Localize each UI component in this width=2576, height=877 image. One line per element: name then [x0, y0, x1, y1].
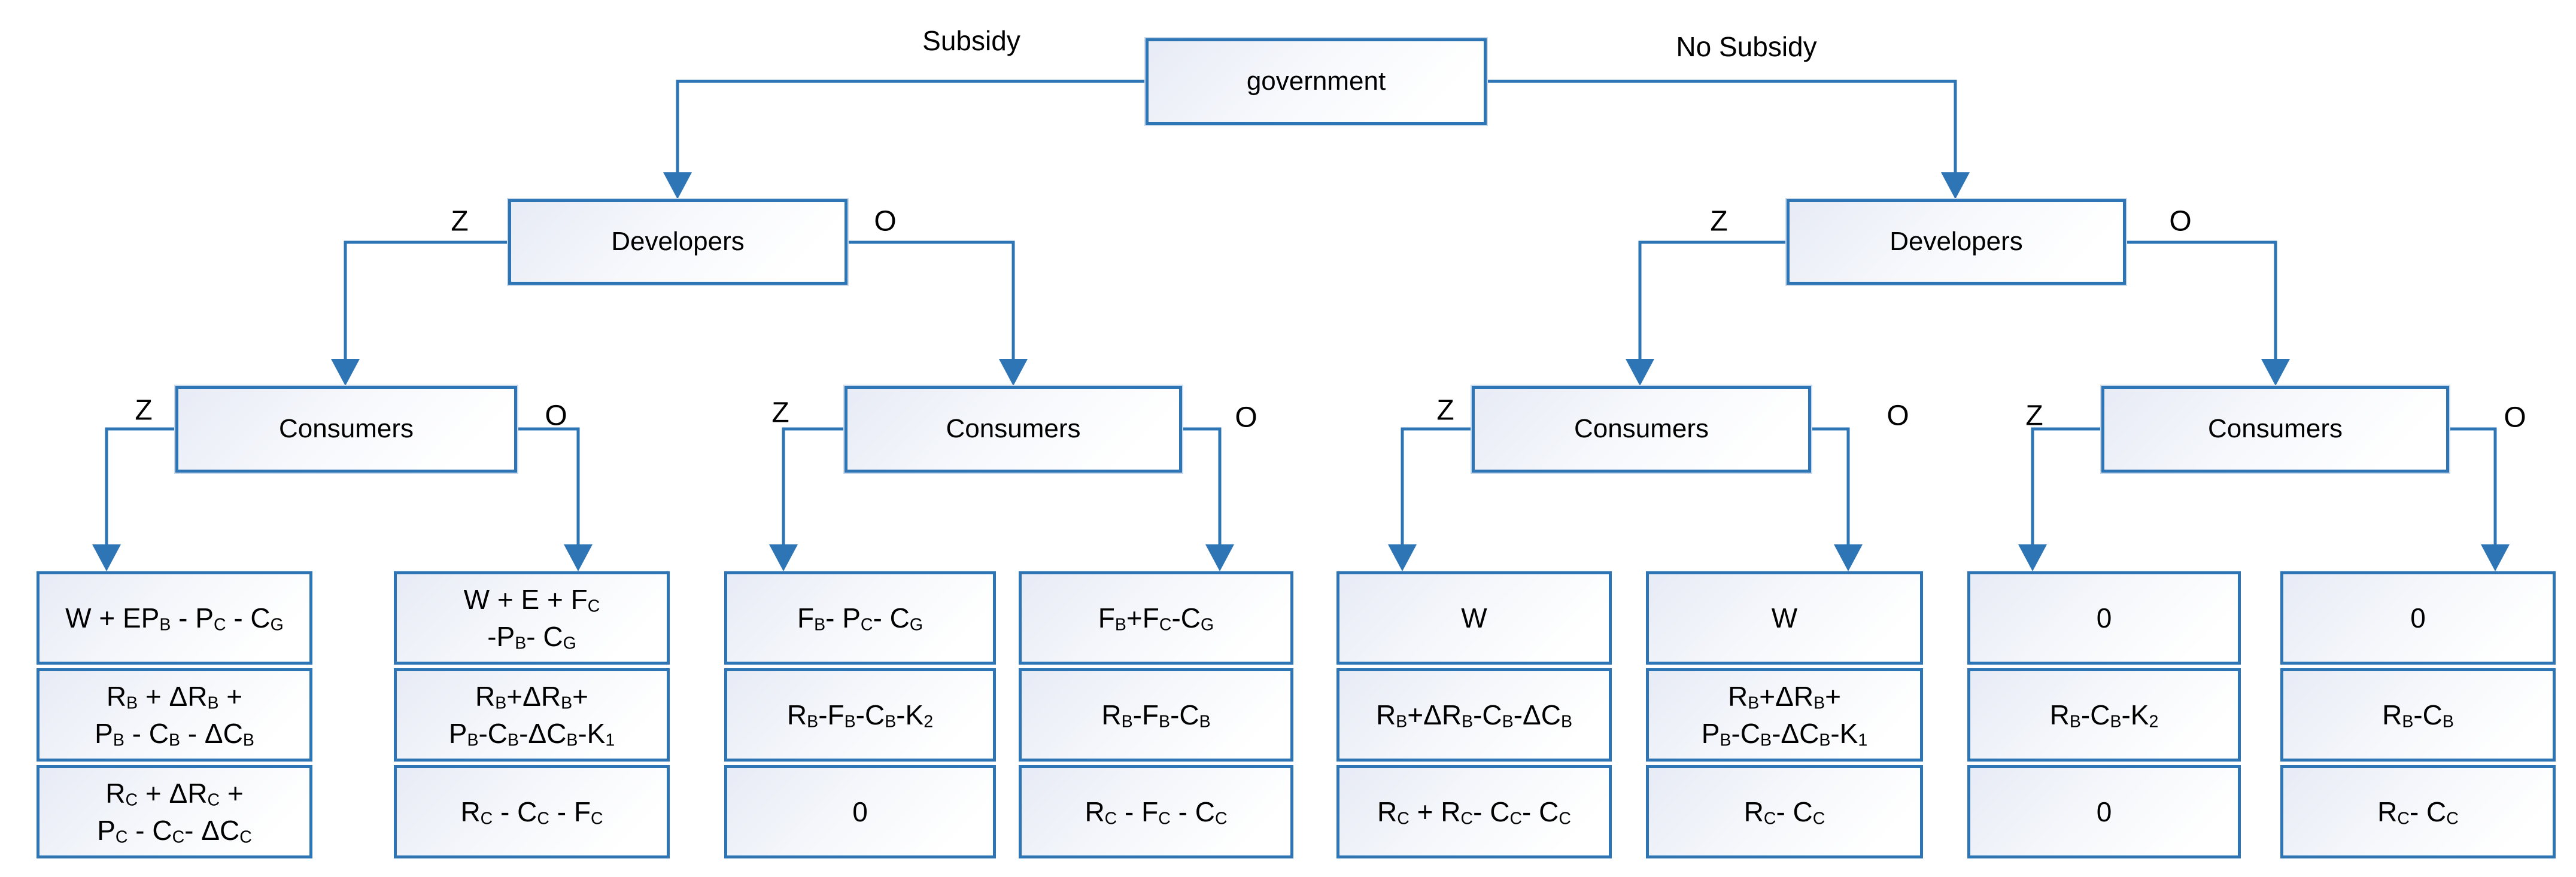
payoff-7-row-2: RB-CB-K2: [1967, 668, 2241, 762]
payoff-box-4: FB+FC-CG RB-FB-CB RC - FC - CC: [1019, 571, 1293, 858]
edge-label-cons2-z: Z: [771, 397, 789, 429]
payoff-3-row-1: FB- PC- CG: [724, 571, 996, 665]
consumers-1-node: Consumers: [175, 386, 517, 473]
consumers-4-label: Consumers: [2208, 414, 2343, 444]
government-label: government: [1246, 66, 1386, 96]
consumers-1-label: Consumers: [279, 414, 414, 444]
edge-consumers2-z: [782, 427, 845, 545]
edge-government-subsidy: [676, 80, 1146, 173]
payoff-box-2: W + E + FC-PB- CG RB+ΔRB+PB-CB-ΔCB-K1 RC…: [394, 571, 670, 858]
payoff-7-row-1: 0: [1967, 571, 2241, 665]
consumers-3-label: Consumers: [1574, 414, 1709, 444]
payoff-2-row-1: W + E + FC-PB- CG: [394, 571, 670, 665]
payoff-5-row-1: W: [1336, 571, 1612, 665]
consumers-4-node: Consumers: [2101, 386, 2449, 473]
payoff-6-row-1: W: [1646, 571, 1923, 665]
edge-label-devleft-z: Z: [451, 205, 469, 237]
edge-label-devright-z: Z: [1710, 205, 1728, 237]
developers-right-node: Developers: [1787, 199, 2126, 285]
payoff-6-row-2: RB+ΔRB+PB-CB-ΔCB-K1: [1646, 668, 1923, 762]
payoff-box-6: W RB+ΔRB+PB-CB-ΔCB-K1 RC- CC: [1646, 571, 1923, 858]
payoff-1-row-1: W + EPB - PC - CG: [37, 571, 312, 665]
arrowheads: [92, 172, 2510, 571]
payoff-1-row-3: RC + ΔRC +PC - CC- ΔCC: [37, 765, 312, 858]
payoff-8-row-2: RB-CB: [2280, 668, 2556, 762]
edge-developers-right-o: [2126, 240, 2277, 360]
consumers-3-node: Consumers: [1472, 386, 1811, 473]
consumers-2-label: Consumers: [946, 414, 1081, 444]
payoff-1-row-2: RB + ΔRB +PB - CB - ΔCB: [37, 668, 312, 762]
branch-label-no-subsidy: No Subsidy: [1676, 31, 1817, 62]
developers-right-label: Developers: [1890, 227, 2023, 257]
edge-government-no-subsidy: [1486, 80, 1957, 173]
payoff-4-row-2: RB-FB-CB: [1019, 668, 1293, 762]
consumers-2-node: Consumers: [845, 386, 1182, 473]
edge-label-cons4-z: Z: [2025, 400, 2043, 432]
payoff-6-row-3: RC- CC: [1646, 765, 1923, 858]
edge-label-cons1-o: O: [545, 400, 567, 432]
edge-developers-left-z: [344, 240, 508, 360]
payoff-7-row-3: 0: [1967, 765, 2241, 858]
edge-consumers1-z: [105, 427, 175, 545]
payoff-box-8: 0 RB-CB RC- CC: [2280, 571, 2556, 858]
payoff-4-row-3: RC - FC - CC: [1019, 765, 1293, 858]
edge-developers-right-z: [1638, 240, 1787, 360]
payoff-5-row-2: RB+ΔRB-CB-ΔCB: [1336, 668, 1612, 762]
edge-consumers2-o: [1182, 427, 1222, 545]
payoff-2-row-2: RB+ΔRB+PB-CB-ΔCB-K1: [394, 668, 670, 762]
payoff-box-1: W + EPB - PC - CG RB + ΔRB +PB - CB - ΔC…: [37, 571, 312, 858]
edge-label-cons4-o: O: [2504, 401, 2526, 434]
payoff-8-row-3: RC- CC: [2280, 765, 2556, 858]
edge-consumers4-z: [2031, 427, 2101, 545]
payoff-2-row-3: RC - CC - FC: [394, 765, 670, 858]
developers-left-label: Developers: [611, 227, 745, 257]
payoff-box-7: 0 RB-CB-K2 0: [1967, 571, 2241, 858]
branch-label-subsidy: Subsidy: [922, 25, 1020, 56]
government-node: government: [1146, 38, 1487, 125]
edge-consumers3-z: [1401, 427, 1472, 545]
payoff-box-5: W RB+ΔRB-CB-ΔCB RC + RC- CC- CC: [1336, 571, 1612, 858]
payoff-3-row-2: RB-FB-CB-K2: [724, 668, 996, 762]
edge-consumers3-o: [1811, 427, 1850, 545]
edge-label-cons3-z: Z: [1436, 394, 1454, 427]
edge-developers-left-o: [847, 240, 1015, 360]
payoff-5-row-3: RC + RC- CC- CC: [1336, 765, 1612, 858]
payoff-box-3: FB- PC- CG RB-FB-CB-K2 0: [724, 571, 996, 858]
edge-consumers4-o: [2449, 427, 2497, 545]
developers-left-node: Developers: [508, 199, 847, 285]
payoff-8-row-1: 0: [2280, 571, 2556, 665]
edge-label-cons3-o: O: [1887, 400, 1909, 432]
edge-label-devright-o: O: [2169, 205, 2192, 237]
edge-consumers1-o: [517, 427, 580, 545]
edge-label-cons1-z: Z: [135, 394, 153, 427]
payoff-4-row-1: FB+FC-CG: [1019, 571, 1293, 665]
payoff-3-row-3: 0: [724, 765, 996, 858]
edge-label-cons2-o: O: [1235, 401, 1257, 434]
edge-label-devleft-o: O: [874, 205, 897, 237]
